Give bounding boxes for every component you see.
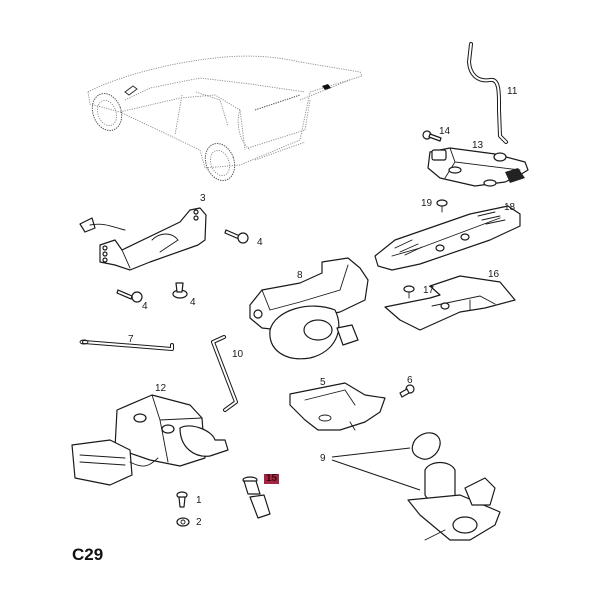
callout-4b[interactable]: 4 — [142, 301, 148, 312]
callout-13[interactable]: 13 — [472, 140, 484, 151]
part-18-trim-cover[interactable] — [374, 205, 521, 271]
callout-12[interactable]: 12 — [155, 383, 167, 394]
callout-3[interactable]: 3 — [200, 193, 206, 204]
part-2-clip-nut[interactable] — [176, 517, 190, 527]
callout-5[interactable]: 5 — [320, 377, 326, 388]
car-reference-illustration — [87, 55, 363, 181]
callout-2[interactable]: 2 — [196, 517, 202, 528]
callout-8[interactable]: 8 — [297, 270, 303, 281]
part-4-bolt-c[interactable] — [172, 282, 188, 299]
part-19-clip[interactable] — [436, 199, 448, 213]
part-15-striker-pin[interactable] — [242, 476, 271, 519]
part-1-screw[interactable] — [176, 491, 188, 508]
part-14-bolt[interactable] — [422, 130, 442, 142]
callout-19[interactable]: 19 — [421, 198, 433, 209]
leader-line-9a — [331, 447, 411, 458]
part-4-bolt-a[interactable] — [224, 229, 249, 244]
part-5-lock-bracket[interactable] — [289, 382, 386, 431]
callout-4a[interactable]: 4 — [257, 237, 263, 248]
part-7-rod[interactable] — [79, 339, 174, 351]
part-12-actuator-motor[interactable] — [71, 394, 229, 486]
part-4-bolt-b[interactable] — [116, 289, 143, 303]
callout-15-highlighted[interactable]: 15 — [264, 473, 280, 484]
callout-16[interactable]: 16 — [488, 269, 500, 280]
callout-1[interactable]: 1 — [196, 495, 202, 506]
callout-11[interactable]: 11 — [507, 86, 518, 97]
leader-line-9b — [331, 459, 421, 491]
callout-14[interactable]: 14 — [439, 126, 451, 137]
callout-4c[interactable]: 4 — [190, 297, 196, 308]
part-3-mounting-bracket[interactable] — [79, 207, 207, 271]
page-code: C29 — [72, 545, 104, 564]
callout-9[interactable]: 9 — [320, 453, 326, 464]
part-6-bolt[interactable] — [399, 384, 415, 398]
part-10-rod[interactable] — [211, 335, 238, 412]
callout-6[interactable]: 6 — [407, 375, 413, 386]
part-16-cover-plate[interactable] — [384, 275, 516, 331]
callout-18[interactable]: 18 — [504, 202, 516, 213]
callout-7[interactable]: 7 — [128, 334, 134, 345]
part-13-latch-actuator[interactable] — [427, 147, 529, 187]
callout-17[interactable]: 17 — [423, 285, 435, 296]
part-8-lock-cylinder-housing[interactable] — [249, 257, 369, 360]
callout-10[interactable]: 10 — [232, 349, 244, 360]
part-17-clip[interactable] — [403, 285, 415, 299]
part-9-lock-cylinder-assembly[interactable] — [407, 432, 501, 541]
part-11-rod[interactable] — [467, 42, 508, 144]
